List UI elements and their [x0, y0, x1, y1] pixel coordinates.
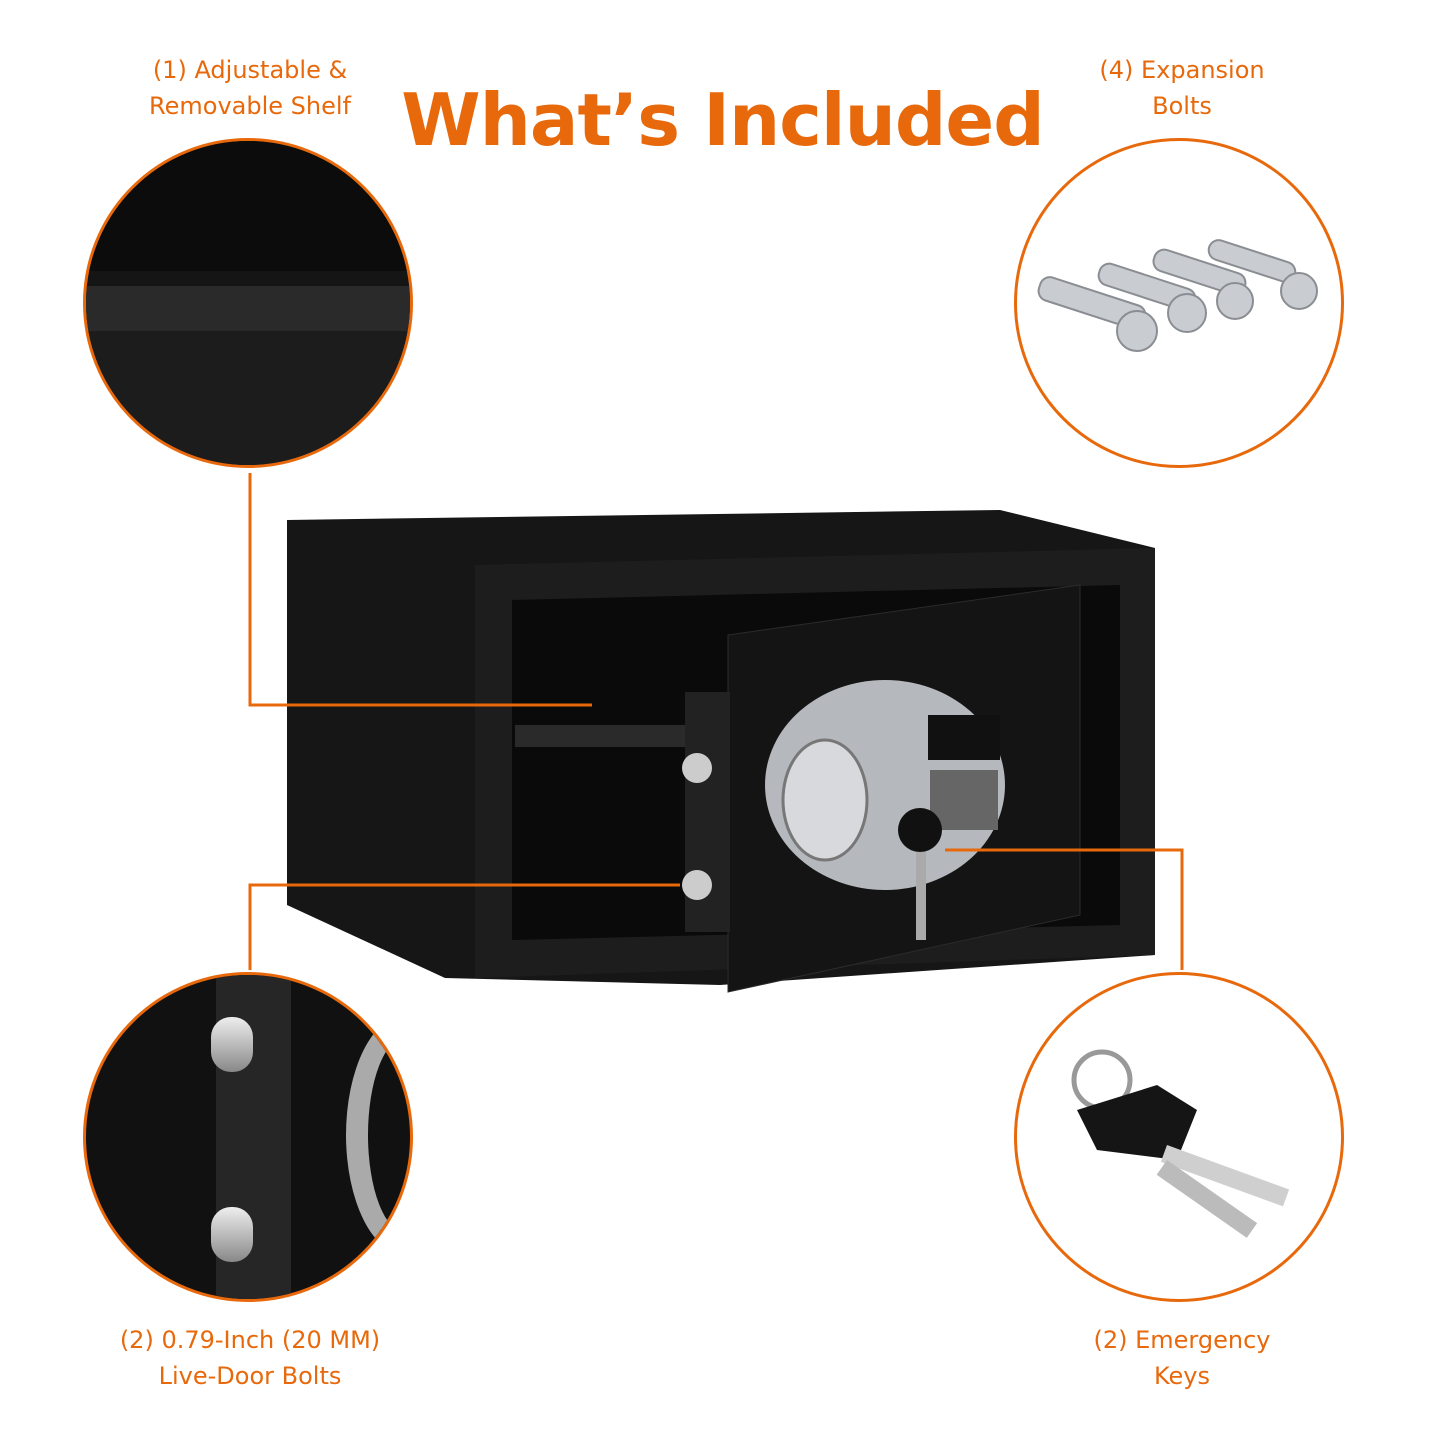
- callout-label-expansion-bolts: (4) Expansion Bolts: [1012, 52, 1352, 124]
- keys-icon: [1071, 1049, 1290, 1238]
- callout-lines: [248, 473, 1184, 970]
- expansion-bolts-image: [1014, 138, 1344, 468]
- label-line: Removable Shelf: [149, 92, 351, 120]
- callout-label-shelf: (1) Adjustable & Removable Shelf: [80, 52, 420, 124]
- callout-label-keys: (2) Emergency Keys: [1012, 1322, 1352, 1394]
- label-line: Live-Door Bolts: [158, 1362, 342, 1390]
- label-line: (2) Emergency: [1093, 1326, 1271, 1354]
- door-bolts-closeup-image: [83, 972, 413, 1302]
- shelf-closeup-image: [83, 138, 413, 468]
- callout-label-door-bolts: (2) 0.79-Inch (20 MM) Live-Door Bolts: [80, 1322, 420, 1394]
- label-line: (4) Expansion: [1099, 56, 1265, 84]
- bolts-icon: [1037, 239, 1318, 352]
- label-line: Keys: [1153, 1362, 1210, 1390]
- label-line: (1) Adjustable &: [152, 56, 348, 84]
- label-line: Bolts: [1152, 92, 1212, 120]
- keys-image: [1014, 972, 1344, 1302]
- page-title: What’s Included: [401, 78, 1045, 162]
- label-line: (2) 0.79-Inch (20 MM): [119, 1326, 381, 1354]
